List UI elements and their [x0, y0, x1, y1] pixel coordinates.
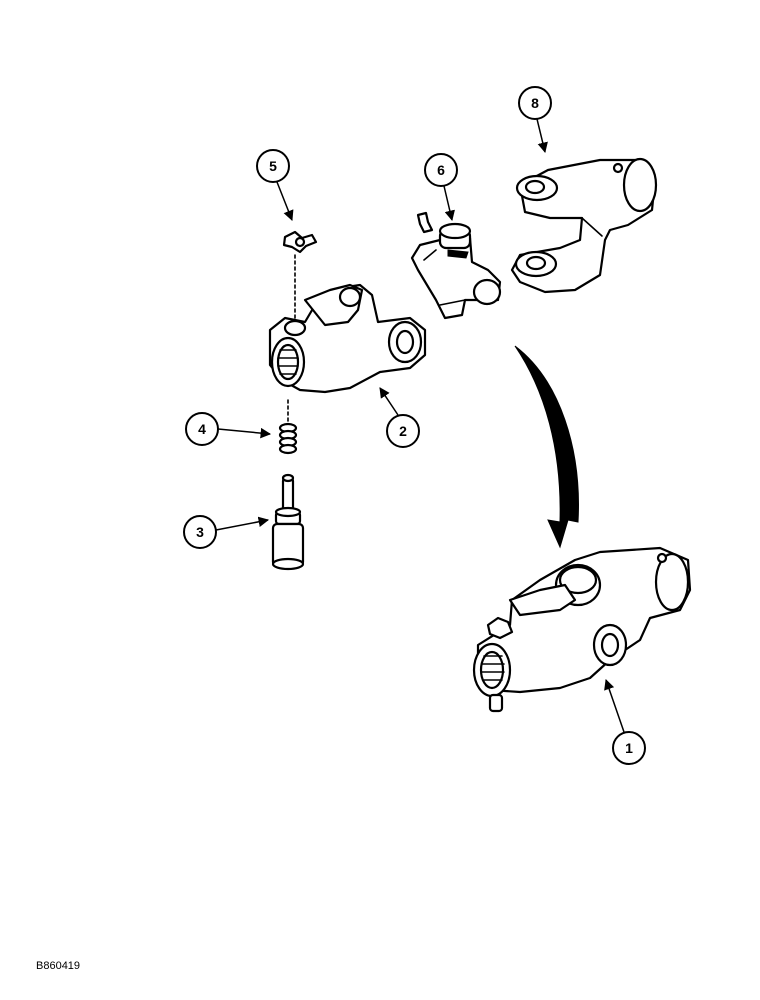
callout-3-label: 3 — [196, 524, 204, 540]
callout-4: 4 — [185, 412, 272, 446]
callout-2: 2 — [379, 387, 420, 448]
cross-part-6 — [410, 211, 502, 320]
callout-1-label: 1 — [625, 740, 633, 756]
spring-part-4 — [278, 422, 298, 455]
callout-6: 6 — [424, 153, 458, 222]
callout-3: 3 — [183, 515, 270, 549]
retaining-ring-part-5 — [282, 230, 318, 321]
callout-8-label: 8 — [531, 95, 539, 111]
callout-2-label: 2 — [399, 423, 407, 439]
callout-4-label: 4 — [198, 421, 206, 437]
plunger-pin-part-3 — [271, 473, 305, 571]
callout-5-label: 5 — [269, 158, 277, 174]
callout-6-label: 6 — [437, 162, 445, 178]
callout-8: 8 — [518, 86, 552, 154]
splined-yoke-part-2 — [268, 283, 427, 426]
callout-5: 5 — [256, 149, 294, 221]
assembly-arrow — [514, 345, 579, 549]
assembled-u-joint-part-1 — [472, 546, 692, 713]
yoke-part-8 — [510, 157, 658, 294]
reference-code: B860419 — [36, 960, 81, 972]
callout-1: 1 — [604, 679, 646, 765]
